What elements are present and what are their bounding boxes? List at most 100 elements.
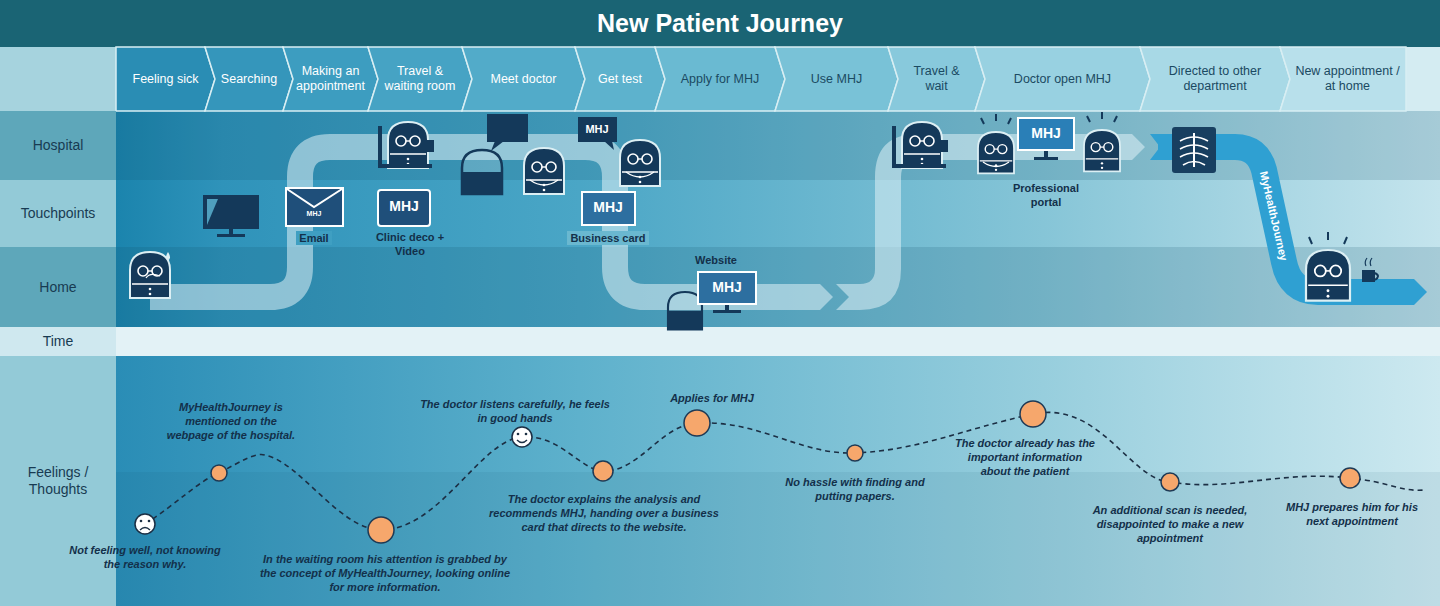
doctor-desk-icon	[388, 122, 428, 168]
lane-name: Touchpoints	[21, 205, 96, 222]
doctor-desk-icon	[380, 126, 432, 166]
chevron-shape	[655, 47, 785, 111]
feeling-note: The doctor listens carefully, he feels i…	[420, 397, 610, 425]
stage-name: Travel & waiting room	[381, 64, 459, 94]
touchpoint-label: Website	[681, 253, 751, 267]
feeling-dot	[1340, 468, 1360, 488]
website-icon	[698, 272, 756, 304]
website-icon	[725, 305, 729, 310]
sick-person-icon	[166, 252, 170, 261]
speech-bubble-icon	[578, 117, 617, 150]
myhealthjourney-band	[1406, 279, 1427, 305]
stage-chevron: Get test	[575, 47, 655, 111]
chevron-shape	[575, 47, 665, 111]
feeling-note: In the waiting room his attention is gra…	[254, 552, 516, 594]
smiley-face	[512, 427, 532, 447]
stage-name: Feeling sick	[133, 72, 199, 87]
sad-face	[135, 514, 155, 534]
stage-chevron: Meet doctor	[462, 47, 575, 111]
monitor-icon	[217, 234, 245, 237]
lane-header: Home	[0, 247, 116, 327]
monitor-icon	[203, 195, 259, 229]
stage-name: Directed to other department	[1153, 64, 1277, 94]
professional-portal-icon	[1087, 112, 1117, 122]
lane-name: Home	[39, 279, 76, 296]
home-person-icon	[1375, 273, 1378, 280]
feeling-note: MyHealthJourney is mentioned on the webp…	[161, 400, 301, 442]
stage-chevron: New appointment / at home	[1280, 47, 1405, 111]
website-icon	[668, 272, 756, 329]
professional-portal-icon	[983, 162, 1009, 167]
meet-doctor-icon	[530, 180, 558, 185]
meet-doctor-icon	[462, 150, 502, 194]
lane-header: Feelings / Thoughts	[0, 356, 116, 606]
time-lane	[0, 327, 1440, 356]
icon-text: MHJ	[1020, 126, 1072, 141]
stage-name: New appointment / at home	[1293, 64, 1402, 94]
sad-face	[148, 520, 151, 523]
x-ray-icon	[1172, 127, 1216, 173]
lane-header: Hospital	[0, 111, 116, 180]
video-screen-icon	[378, 190, 430, 226]
chevron-shape	[368, 47, 472, 111]
chevron-shape	[205, 47, 293, 111]
doctor-desk-icon	[894, 126, 946, 166]
home-person-icon	[1365, 258, 1372, 266]
doctor-desk-icon	[894, 122, 948, 168]
chevron-shape	[1280, 47, 1406, 111]
stage-name: Use MHJ	[811, 72, 862, 87]
feeling-note: Not feeling well, not knowing the reason…	[60, 543, 230, 571]
x-ray-icon	[1180, 137, 1208, 165]
doctor-icon	[626, 172, 654, 177]
stage-name: Get test	[598, 72, 642, 87]
feeling-note: The doctor explains the analysis and rec…	[482, 492, 727, 534]
icon-text: MHJ	[289, 210, 339, 218]
touchpoint-label: Email	[296, 231, 331, 245]
doctor-icon	[620, 140, 660, 186]
touchpoint-label: Professional portal	[1001, 181, 1091, 209]
feeling-dot	[1020, 401, 1046, 427]
business-card-icon	[582, 192, 635, 225]
chevron-shape	[116, 47, 215, 111]
lane-header: Touchpoints	[0, 180, 116, 247]
doctor-desk-icon	[940, 140, 948, 152]
doctor-icon	[620, 140, 660, 186]
home-person-icon	[1309, 232, 1347, 244]
feeling-dot	[847, 445, 863, 461]
video-screen-icon	[378, 190, 430, 226]
icon-text: MHJ	[700, 280, 754, 295]
professional-portal-icon	[978, 112, 1120, 173]
doctor-desk-icon	[380, 122, 434, 168]
sad-face	[135, 514, 155, 534]
home-person-icon	[1362, 270, 1375, 282]
business-card-icon	[582, 192, 635, 225]
sad-face	[140, 528, 150, 531]
chevron-shape	[283, 47, 378, 111]
meet-doctor-icon	[487, 114, 528, 142]
stage-chevron: Apply for MHJ	[655, 47, 775, 111]
monitor-icon	[203, 195, 259, 237]
stage-chevron: Doctor open MHJ	[975, 47, 1140, 111]
stage-chevron: Travel & waiting room	[368, 47, 462, 111]
sick-person-icon	[146, 274, 160, 278]
sad-face	[140, 520, 143, 523]
touchpoint-label: Clinic deco + Video	[374, 230, 446, 258]
icon-text: MHJ	[583, 200, 633, 215]
feeling-dot	[368, 517, 394, 543]
website-icon	[713, 310, 741, 313]
feeling-note: No hassle with finding and putting paper…	[775, 475, 935, 503]
stage-chevron: Directed to other department	[1140, 47, 1280, 111]
stage-name: Making an appointment	[296, 64, 365, 94]
stage-chevron: Travel & wait	[888, 47, 975, 111]
professional-portal-icon	[1084, 130, 1120, 171]
home-person-icon	[1306, 232, 1378, 301]
chevron-shape	[462, 47, 585, 111]
doctor-desk-icon	[902, 122, 942, 168]
feeling-dot	[684, 410, 710, 436]
smiley-face	[517, 440, 527, 443]
professional-portal-icon	[1044, 151, 1048, 157]
myhealthjourney-band	[1150, 134, 1165, 160]
feeling-dot	[1161, 473, 1179, 491]
stage-name: Meet doctor	[490, 72, 556, 87]
